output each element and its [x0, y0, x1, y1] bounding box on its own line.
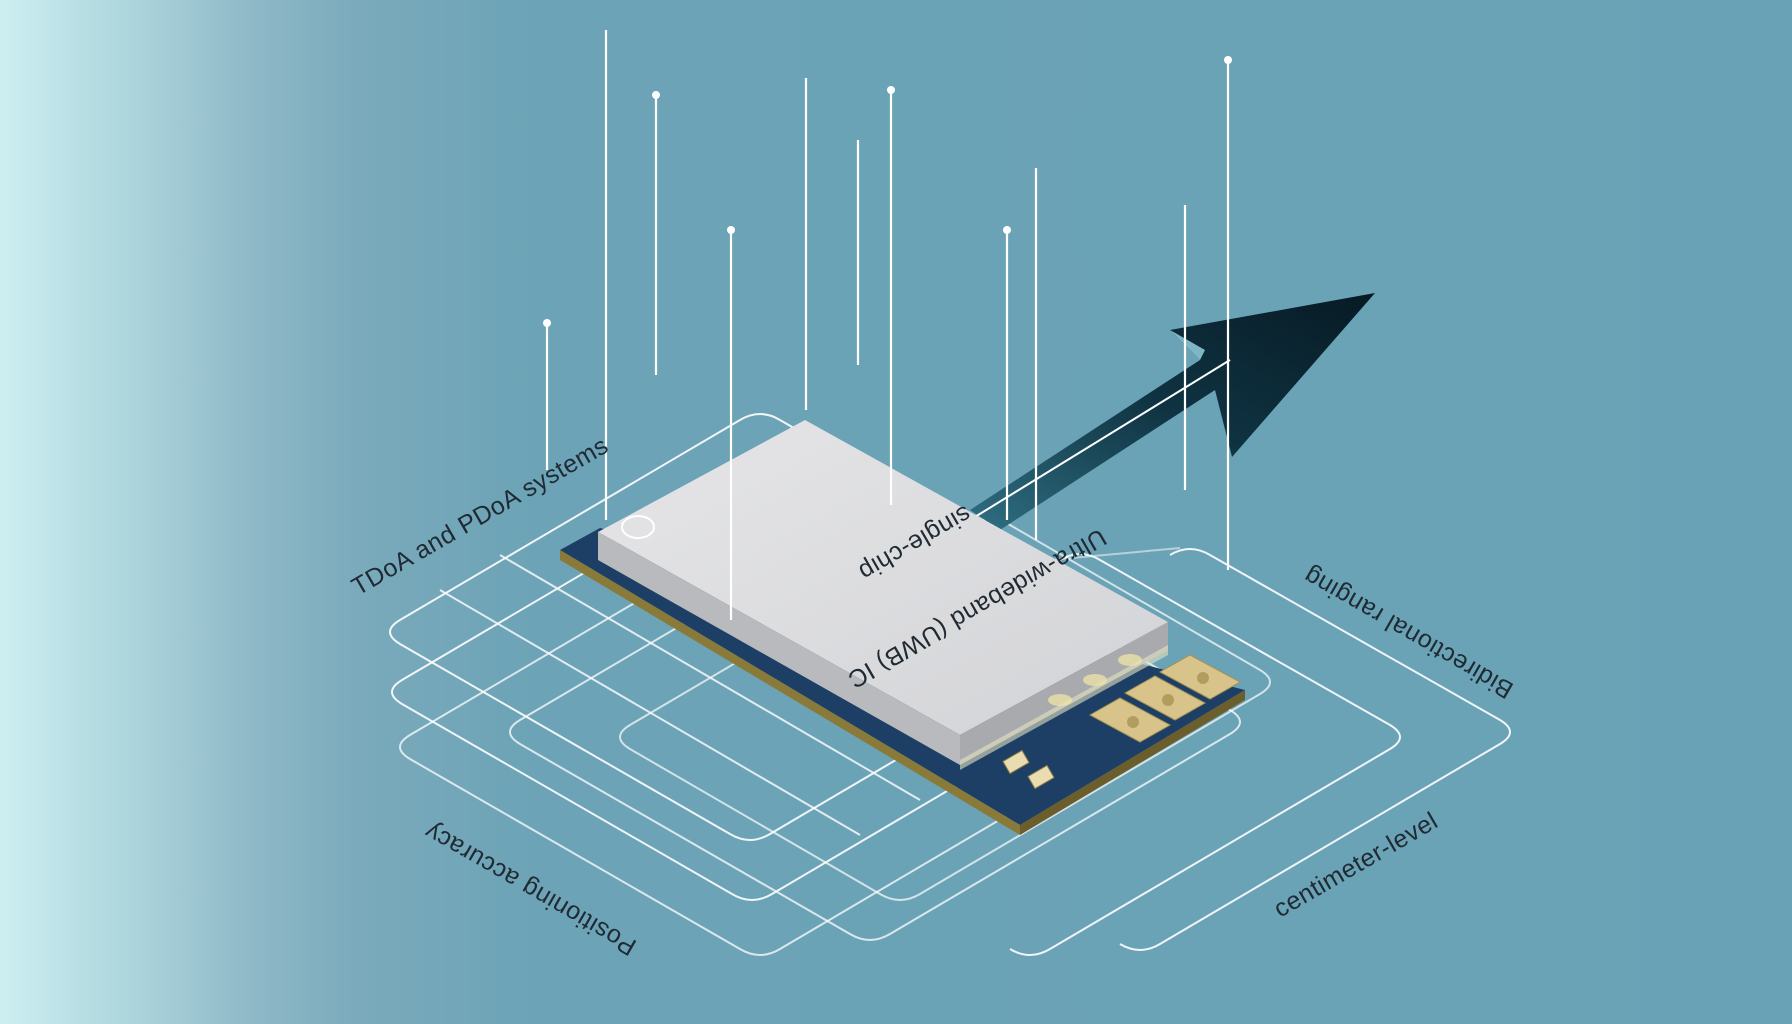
label-bidirectional-ranging: Bidirectional ranging: [1299, 561, 1518, 704]
leader-lines: [545, 30, 1230, 620]
label-positioning-accuracy: Positioning accuracy: [420, 817, 641, 961]
shield-can: [598, 420, 1168, 770]
leader-dots: [543, 56, 1232, 327]
label-tdoa-pdoa: TDoA and PDoA systems: [347, 431, 613, 601]
growth-arrow-icon: [969, 293, 1375, 530]
